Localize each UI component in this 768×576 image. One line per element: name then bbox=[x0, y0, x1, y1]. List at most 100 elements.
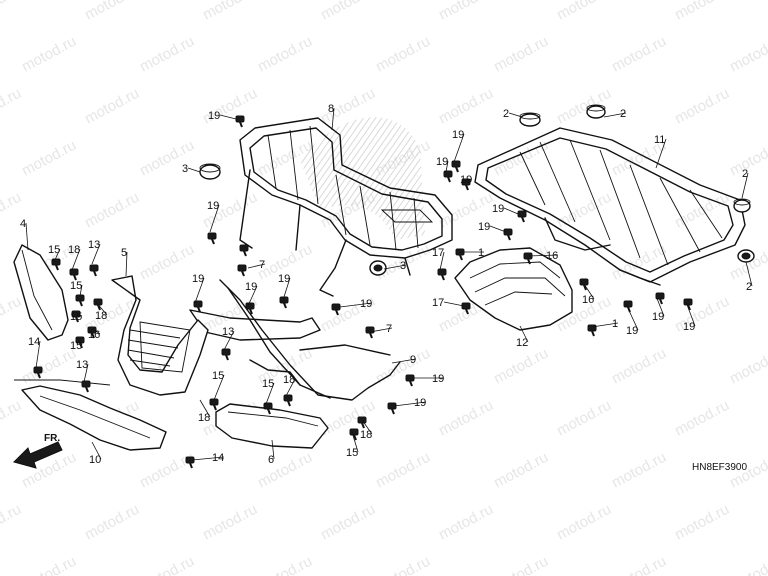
watermark-text: motod.ru bbox=[373, 553, 433, 576]
bolt-icon bbox=[365, 326, 375, 339]
front-side-panel bbox=[215, 403, 329, 449]
watermark-text: motod.ru bbox=[491, 449, 551, 492]
callout-label: 12 bbox=[516, 337, 528, 349]
callout-label: 13 bbox=[88, 239, 100, 251]
callout-label: 3 bbox=[400, 260, 406, 272]
callout-leader-line bbox=[519, 325, 529, 343]
callout-label: 18 bbox=[95, 310, 107, 322]
callout-leader-line bbox=[655, 295, 665, 317]
watermark-text: motod.ru bbox=[318, 0, 378, 24]
callout-label: 3 bbox=[182, 163, 188, 175]
watermark-text: motod.ru bbox=[672, 397, 732, 440]
front-carrier-rack bbox=[239, 117, 453, 297]
watermark-text: motod.ru bbox=[554, 501, 614, 544]
callout-leader-line bbox=[71, 248, 81, 271]
watermark-text: motod.ru bbox=[727, 553, 768, 576]
bolt-icon bbox=[279, 296, 289, 309]
watermark-text: motod.ru bbox=[0, 0, 24, 24]
watermark-text: motod.ru bbox=[0, 501, 24, 544]
callout-label: 7 bbox=[386, 323, 392, 335]
callout-leader-line bbox=[445, 160, 449, 173]
callout-leader-line bbox=[285, 378, 296, 397]
watermark-text: motod.ru bbox=[82, 0, 142, 24]
callout-label: 19 bbox=[192, 273, 204, 285]
watermark-text: motod.ru bbox=[609, 345, 669, 388]
watermark-text: motod.ru bbox=[672, 0, 732, 24]
callout-leader-line bbox=[351, 431, 359, 453]
callout-leader-line bbox=[461, 178, 473, 183]
bolt-icon bbox=[437, 268, 447, 281]
watermark-text: motod.ru bbox=[373, 33, 433, 76]
callout-label: 13 bbox=[76, 359, 88, 371]
watermark-text: motod.ru bbox=[200, 501, 260, 544]
direction-label: FR. bbox=[44, 433, 60, 444]
watermark-text: motod.ru bbox=[436, 0, 496, 24]
front-skid-plate bbox=[14, 379, 167, 451]
callout-label: 19 bbox=[432, 373, 444, 385]
callout-label: 19 bbox=[492, 203, 504, 215]
callout-label: 1 bbox=[612, 318, 618, 330]
watermark-text: motod.ru bbox=[82, 85, 142, 128]
watermark-text: motod.ru bbox=[318, 501, 378, 544]
callout-leader-line bbox=[191, 456, 225, 461]
watermark-text: motod.ru bbox=[137, 449, 197, 492]
callout-leader-line bbox=[741, 172, 749, 199]
callout-leader-line bbox=[199, 399, 211, 418]
callout-label: 15 bbox=[346, 447, 358, 459]
bolt-icon bbox=[33, 366, 43, 379]
callout-leader-line bbox=[369, 327, 393, 333]
bolt-icon bbox=[185, 456, 195, 469]
watermark-text: motod.ru bbox=[491, 137, 551, 180]
bolt-icon bbox=[455, 248, 465, 261]
watermark-text: motod.ru bbox=[255, 33, 315, 76]
callout-leader-line bbox=[247, 263, 266, 269]
diagram-code: HN8EF3900 bbox=[692, 462, 747, 473]
callout-label: 16 bbox=[582, 294, 594, 306]
callout-leader-line bbox=[91, 243, 101, 265]
bolt-icon bbox=[443, 170, 453, 183]
callout-label: 17 bbox=[432, 247, 444, 259]
bolt-icon bbox=[357, 416, 367, 429]
callout-label: 9 bbox=[410, 354, 416, 366]
bolt-icon bbox=[235, 115, 245, 128]
watermark-text: motod.ru bbox=[373, 345, 433, 388]
bolt-icon bbox=[331, 303, 341, 316]
watermark-text: motod.ru bbox=[672, 85, 732, 128]
bolt-icon bbox=[683, 298, 693, 311]
callout-leader-line bbox=[391, 358, 417, 364]
callout-leader-line bbox=[213, 374, 225, 401]
callout-leader-line bbox=[25, 222, 29, 251]
bolt-icon bbox=[221, 348, 231, 361]
watermark-text: motod.ru bbox=[609, 553, 669, 576]
watermark-text: motod.ru bbox=[554, 0, 614, 24]
callout-leader-line bbox=[685, 301, 696, 327]
bolt-icon bbox=[71, 310, 81, 323]
watermark-text: motod.ru bbox=[727, 33, 768, 76]
callout-leader-line bbox=[35, 340, 41, 369]
callout-leader-line bbox=[443, 301, 465, 307]
bolt-icon bbox=[349, 428, 359, 441]
front-grille bbox=[111, 275, 209, 396]
watermark-text: motod.ru bbox=[19, 33, 79, 76]
callout-leader-line bbox=[453, 133, 465, 163]
bolt-icon bbox=[193, 300, 203, 313]
callout-label: 19 bbox=[478, 221, 490, 233]
callout-leader-line bbox=[583, 283, 595, 300]
bolt-icon bbox=[523, 252, 533, 265]
callout-label: 19 bbox=[436, 156, 448, 168]
callout-leader-line bbox=[439, 251, 445, 271]
callout-leader-line bbox=[91, 327, 101, 335]
bolt-icon bbox=[239, 244, 249, 257]
watermark-text: motod.ru bbox=[0, 85, 24, 128]
callout-label: 19 bbox=[626, 325, 638, 337]
callout-label: 5 bbox=[121, 247, 127, 259]
watermark-text: motod.ru bbox=[0, 293, 24, 336]
bolt-icon bbox=[69, 268, 79, 281]
watermark-text: motod.ru bbox=[609, 449, 669, 492]
callout-leader-line bbox=[247, 285, 258, 307]
bolt-icon bbox=[263, 402, 273, 415]
callout-leader-line bbox=[194, 277, 205, 304]
bolt-icon bbox=[51, 258, 61, 271]
